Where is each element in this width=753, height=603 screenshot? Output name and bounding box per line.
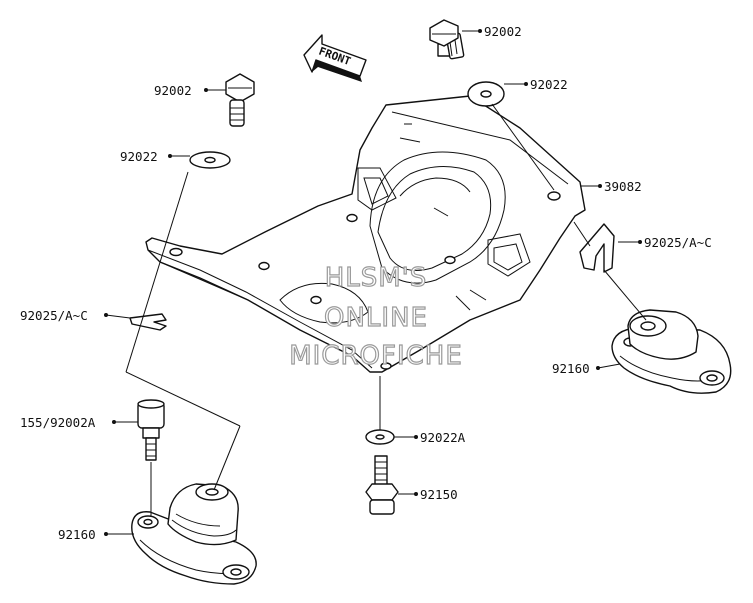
watermark-line-2: ONLINE bbox=[324, 303, 428, 333]
watermark: HLSM'S ONLINE MICROFICHE bbox=[289, 262, 463, 371]
label-155-92002a: 155/92002A bbox=[20, 415, 96, 430]
label-92160-left: 92160 bbox=[58, 527, 96, 542]
bolt-155-92002a bbox=[137, 399, 165, 461]
label-92025-right: 92025/A~C bbox=[644, 235, 712, 250]
bolt-92150 bbox=[365, 455, 399, 515]
bracket-39082 bbox=[145, 95, 586, 373]
label-92002-top: 92002 bbox=[484, 24, 522, 39]
washer-92022-top bbox=[467, 81, 505, 107]
front-arrow-icon: FRONT bbox=[303, 34, 367, 82]
mount-92160-right bbox=[611, 309, 732, 394]
clip-92025-left bbox=[129, 313, 167, 331]
label-92160-right: 92160 bbox=[552, 361, 590, 376]
label-92025-left: 92025/A~C bbox=[20, 308, 88, 323]
washer-92022a bbox=[365, 429, 395, 445]
part-labels: 92002 92022 92002 92022 39082 92025/A~C … bbox=[20, 24, 712, 542]
mount-92160-left bbox=[131, 483, 257, 585]
washer-92022-left bbox=[189, 151, 231, 169]
label-92002-left: 92002 bbox=[154, 83, 192, 98]
bolt-92002-top bbox=[429, 19, 465, 60]
watermark-line-3: MICROFICHE bbox=[289, 341, 463, 371]
leader-lines bbox=[104, 29, 642, 536]
label-92022-top: 92022 bbox=[530, 77, 568, 92]
watermark-line-1: HLSM'S bbox=[325, 263, 428, 293]
clip-92025-right bbox=[579, 223, 615, 273]
label-92150: 92150 bbox=[420, 487, 458, 502]
assembly-lines bbox=[125, 103, 647, 516]
label-39082: 39082 bbox=[604, 179, 642, 194]
bolt-92002-left bbox=[225, 73, 255, 127]
label-92022-left: 92022 bbox=[120, 149, 158, 164]
label-92022a: 92022A bbox=[420, 430, 466, 445]
